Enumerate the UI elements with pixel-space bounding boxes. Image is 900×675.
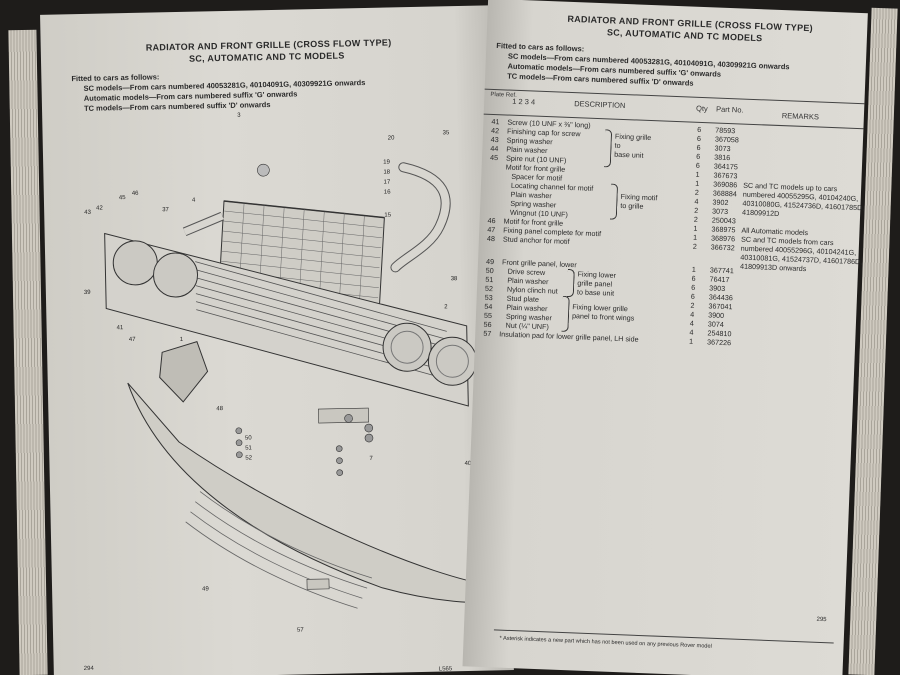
callout-44: 45 bbox=[118, 195, 126, 202]
upper-grille-drawing bbox=[104, 232, 477, 407]
callout-49: 49 bbox=[202, 586, 209, 593]
header-remarks: REMARKS bbox=[781, 111, 820, 122]
motif-drawing bbox=[159, 340, 209, 403]
header-part-no: Part No. bbox=[715, 104, 744, 115]
callout-18: 18 bbox=[383, 169, 391, 176]
remark-auto-5: 41809913D onwards bbox=[739, 261, 807, 274]
plate-reference: L565 bbox=[438, 666, 453, 673]
callout-35: 35 bbox=[442, 130, 450, 137]
callout-15: 15 bbox=[384, 212, 392, 219]
callout-57: 57 bbox=[296, 627, 304, 634]
header-qty: Qty bbox=[695, 103, 708, 114]
note-fix-lower-wings-2: panel to front wings bbox=[571, 311, 635, 323]
callout-19: 19 bbox=[383, 159, 390, 166]
callout-42: 43 bbox=[84, 209, 91, 216]
remark-sc-tc-4: 41809912D bbox=[741, 207, 780, 219]
left-page: RADIATOR AND FRONT GRILLE (CROSS FLOW TY… bbox=[40, 5, 514, 675]
callout-6: 7 bbox=[369, 455, 373, 463]
note-fix-motif-2: to grille bbox=[620, 200, 644, 211]
header-levels: 1 2 3 4 bbox=[512, 96, 536, 107]
callout-47: 48 bbox=[216, 406, 224, 413]
left-page-number: 294 bbox=[83, 665, 94, 673]
bracket-fix-lower bbox=[566, 268, 575, 298]
bracket-fix-lower-wings bbox=[561, 295, 570, 333]
note-fix-grille-3: base unit bbox=[614, 149, 644, 160]
callout-1: 2 bbox=[444, 304, 448, 311]
callout-37: 38 bbox=[450, 276, 458, 283]
left-title-line1: RADIATOR AND FRONT GRILLE (CROSS FLOW TY… bbox=[145, 37, 392, 53]
callout-45: 46 bbox=[131, 190, 139, 197]
callout-50: 50 bbox=[244, 435, 252, 442]
footnote: * Asterisk indicates a new part which ha… bbox=[499, 635, 712, 650]
left-fitted-label: Fitted to cars as follows: bbox=[71, 72, 160, 84]
bracket-fix-motif bbox=[609, 183, 619, 220]
callout-52: 52 bbox=[245, 455, 253, 462]
header-description: DESCRIPTION bbox=[574, 99, 626, 111]
callout-41: 42 bbox=[96, 205, 103, 212]
callout-2: 4 bbox=[191, 197, 196, 204]
callout-36: 37 bbox=[162, 207, 169, 214]
callout-38: 39 bbox=[83, 289, 91, 296]
callout-46: 47 bbox=[128, 336, 136, 344]
right-page: RADIATOR AND FRONT GRILLE (CROSS FLOW TY… bbox=[462, 0, 868, 675]
callout-3: 3 bbox=[237, 112, 241, 119]
note-fix-grille-2: to bbox=[614, 140, 621, 150]
callout-17: 17 bbox=[383, 179, 391, 186]
bracket-fix-grille bbox=[603, 129, 613, 168]
callout-48: 1 bbox=[179, 336, 184, 343]
exploded-parts-diagram bbox=[104, 162, 504, 609]
callout-40: 41 bbox=[116, 325, 124, 332]
right-page-number: 295 bbox=[816, 616, 827, 624]
callout-16: 16 bbox=[383, 189, 391, 196]
callout-20: 20 bbox=[387, 135, 395, 142]
left-title-line2: SC, AUTOMATIC AND TC MODELS bbox=[188, 50, 345, 64]
note-fix-lower-3: to base unit bbox=[576, 287, 615, 298]
callout-51: 51 bbox=[245, 445, 252, 452]
lower-grille-panel-drawing bbox=[127, 382, 504, 609]
